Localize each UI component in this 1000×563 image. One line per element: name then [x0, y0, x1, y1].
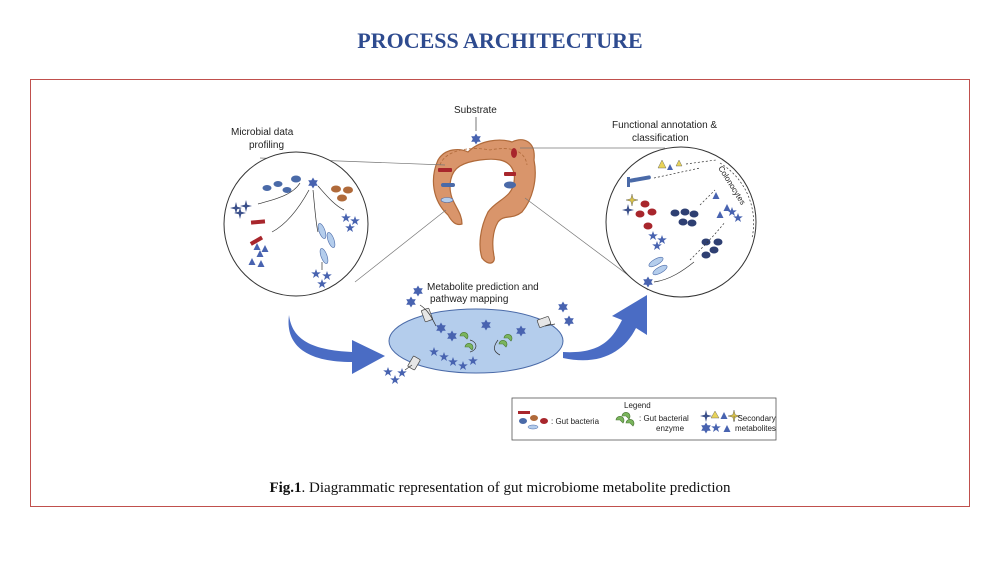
colon-illustration: [432, 139, 536, 264]
substrate-molecule-icon: [471, 133, 481, 145]
legend-secondary-line2: metabolites: [735, 424, 776, 433]
legend-enzyme-line1: : Gut bacterial: [639, 414, 689, 423]
microbial-label-line1: Microbial data: [231, 127, 294, 138]
legend-secondary-line1: : Secondary: [733, 414, 776, 423]
legend-gut-bacteria: : Gut bacteria: [551, 417, 600, 426]
caption-text: . Diagrammatic representation of gut mic…: [301, 480, 731, 496]
legend-title: Legend: [624, 401, 651, 410]
substrate-label: Substrate: [454, 105, 497, 116]
metabolite-label-line1: Metabolite prediction and: [427, 282, 539, 293]
right-flow-arrow-icon: [563, 295, 647, 361]
legend-box: Legend : Gut bacteria : Gut bacterial en…: [511, 397, 777, 441]
functional-label-line2: classification: [632, 133, 689, 144]
microbial-label-line2: profiling: [249, 140, 284, 151]
microbial-profiling-circle: [223, 151, 369, 297]
figure-caption: Fig.1. Diagrammatic representation of gu…: [0, 480, 1000, 497]
figure-frame: [30, 79, 970, 507]
metabolite-label-line2: pathway mapping: [430, 294, 508, 305]
legend-enzyme-line2: enzyme: [656, 424, 685, 433]
left-flow-arrow-icon: [288, 315, 385, 374]
functional-label-line1: Functional annotation &: [612, 120, 717, 131]
metabolite-prediction-ellipse: [383, 285, 574, 384]
caption-figure-number: Fig.1: [269, 480, 302, 496]
functional-annotation-circle: Colonocytes: [605, 146, 757, 298]
page-title: PROCESS ARCHITECTURE: [357, 28, 643, 53]
